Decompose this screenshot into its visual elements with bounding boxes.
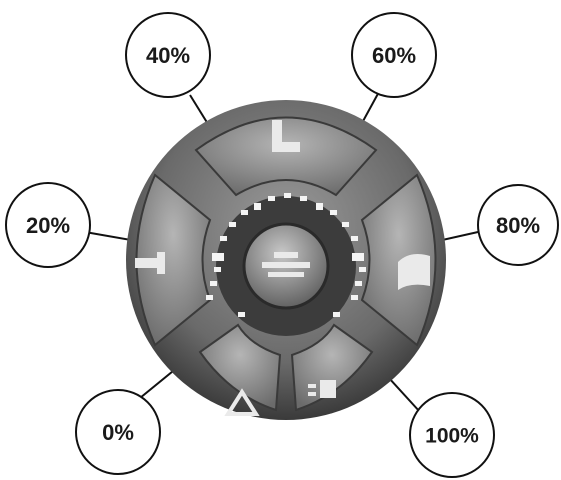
led — [238, 312, 245, 317]
led — [359, 267, 366, 272]
callout-label-20: 20% — [26, 213, 70, 238]
callout-label-60: 60% — [372, 43, 416, 68]
callout-60: 60% — [352, 13, 436, 97]
led — [206, 295, 213, 300]
callout-20: 20% — [6, 183, 90, 267]
led — [214, 267, 221, 272]
led — [316, 203, 323, 210]
led — [300, 196, 307, 201]
keypad — [126, 100, 446, 420]
callout-100: 100% — [410, 393, 494, 477]
callout-label-0: 0% — [102, 420, 134, 445]
led — [355, 281, 362, 286]
led — [220, 236, 227, 241]
led — [333, 312, 340, 317]
callout-80: 80% — [478, 185, 558, 265]
led — [351, 295, 358, 300]
led — [254, 203, 261, 210]
callout-label-40: 40% — [146, 43, 190, 68]
windshield-heat-icon — [398, 254, 430, 290]
led — [330, 210, 337, 215]
callout-label-80: 80% — [496, 213, 540, 238]
led — [212, 253, 224, 261]
led — [241, 210, 248, 215]
led — [210, 281, 217, 286]
callout-40: 40% — [126, 13, 210, 97]
led — [268, 196, 275, 201]
callout-label-100: 100% — [425, 425, 479, 448]
led — [342, 222, 349, 227]
led — [229, 222, 236, 227]
led — [352, 253, 364, 261]
led — [351, 236, 358, 241]
callout-0: 0% — [76, 390, 160, 474]
led — [284, 193, 291, 198]
